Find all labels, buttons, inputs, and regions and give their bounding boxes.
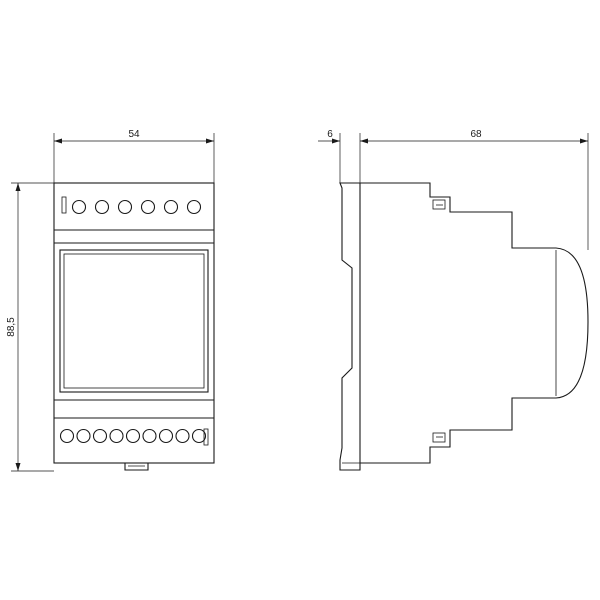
width-dimension-label: 54: [128, 129, 140, 140]
terminal-screw: [92, 428, 108, 444]
front-height-dimension: 88,5: [6, 182, 54, 472]
front-window-outer: [59, 249, 209, 393]
terminal-screw: [142, 428, 157, 444]
terminal-screw: [175, 428, 190, 444]
terminal-screw: [125, 428, 141, 444]
body-depth-label: 68: [470, 129, 482, 140]
bottom-terminal-marker: [203, 428, 209, 446]
side-view: [339, 182, 589, 471]
front-width-dimension: 54: [53, 129, 215, 183]
terminal-screw: [186, 199, 202, 215]
top-terminal-marker: [61, 196, 67, 214]
top-terminal-row: [71, 199, 202, 215]
terminal-screw: [117, 199, 133, 215]
terminal-screw: [163, 199, 179, 215]
terminal-screw: [76, 428, 91, 444]
bottom-terminal-row: [59, 428, 207, 444]
terminal-screw: [109, 428, 124, 444]
front-housing-outline: [53, 182, 215, 464]
front-view: [53, 182, 215, 471]
clip-depth-label: 6: [327, 129, 333, 140]
lower-latch: [432, 432, 446, 443]
din-clip-tab: [124, 463, 149, 471]
terminal-screw: [59, 428, 75, 444]
front-window-inner: [63, 253, 205, 389]
side-housing-outline: [339, 182, 589, 471]
side-depth-dimensions: 6 68: [318, 129, 589, 250]
upper-latch: [432, 199, 446, 210]
terminal-screw: [94, 199, 110, 215]
terminal-screw: [158, 428, 174, 444]
terminal-screw: [191, 428, 207, 444]
height-dimension-label: 88,5: [6, 317, 17, 337]
terminal-screw: [140, 199, 156, 215]
terminal-screw: [71, 199, 87, 215]
